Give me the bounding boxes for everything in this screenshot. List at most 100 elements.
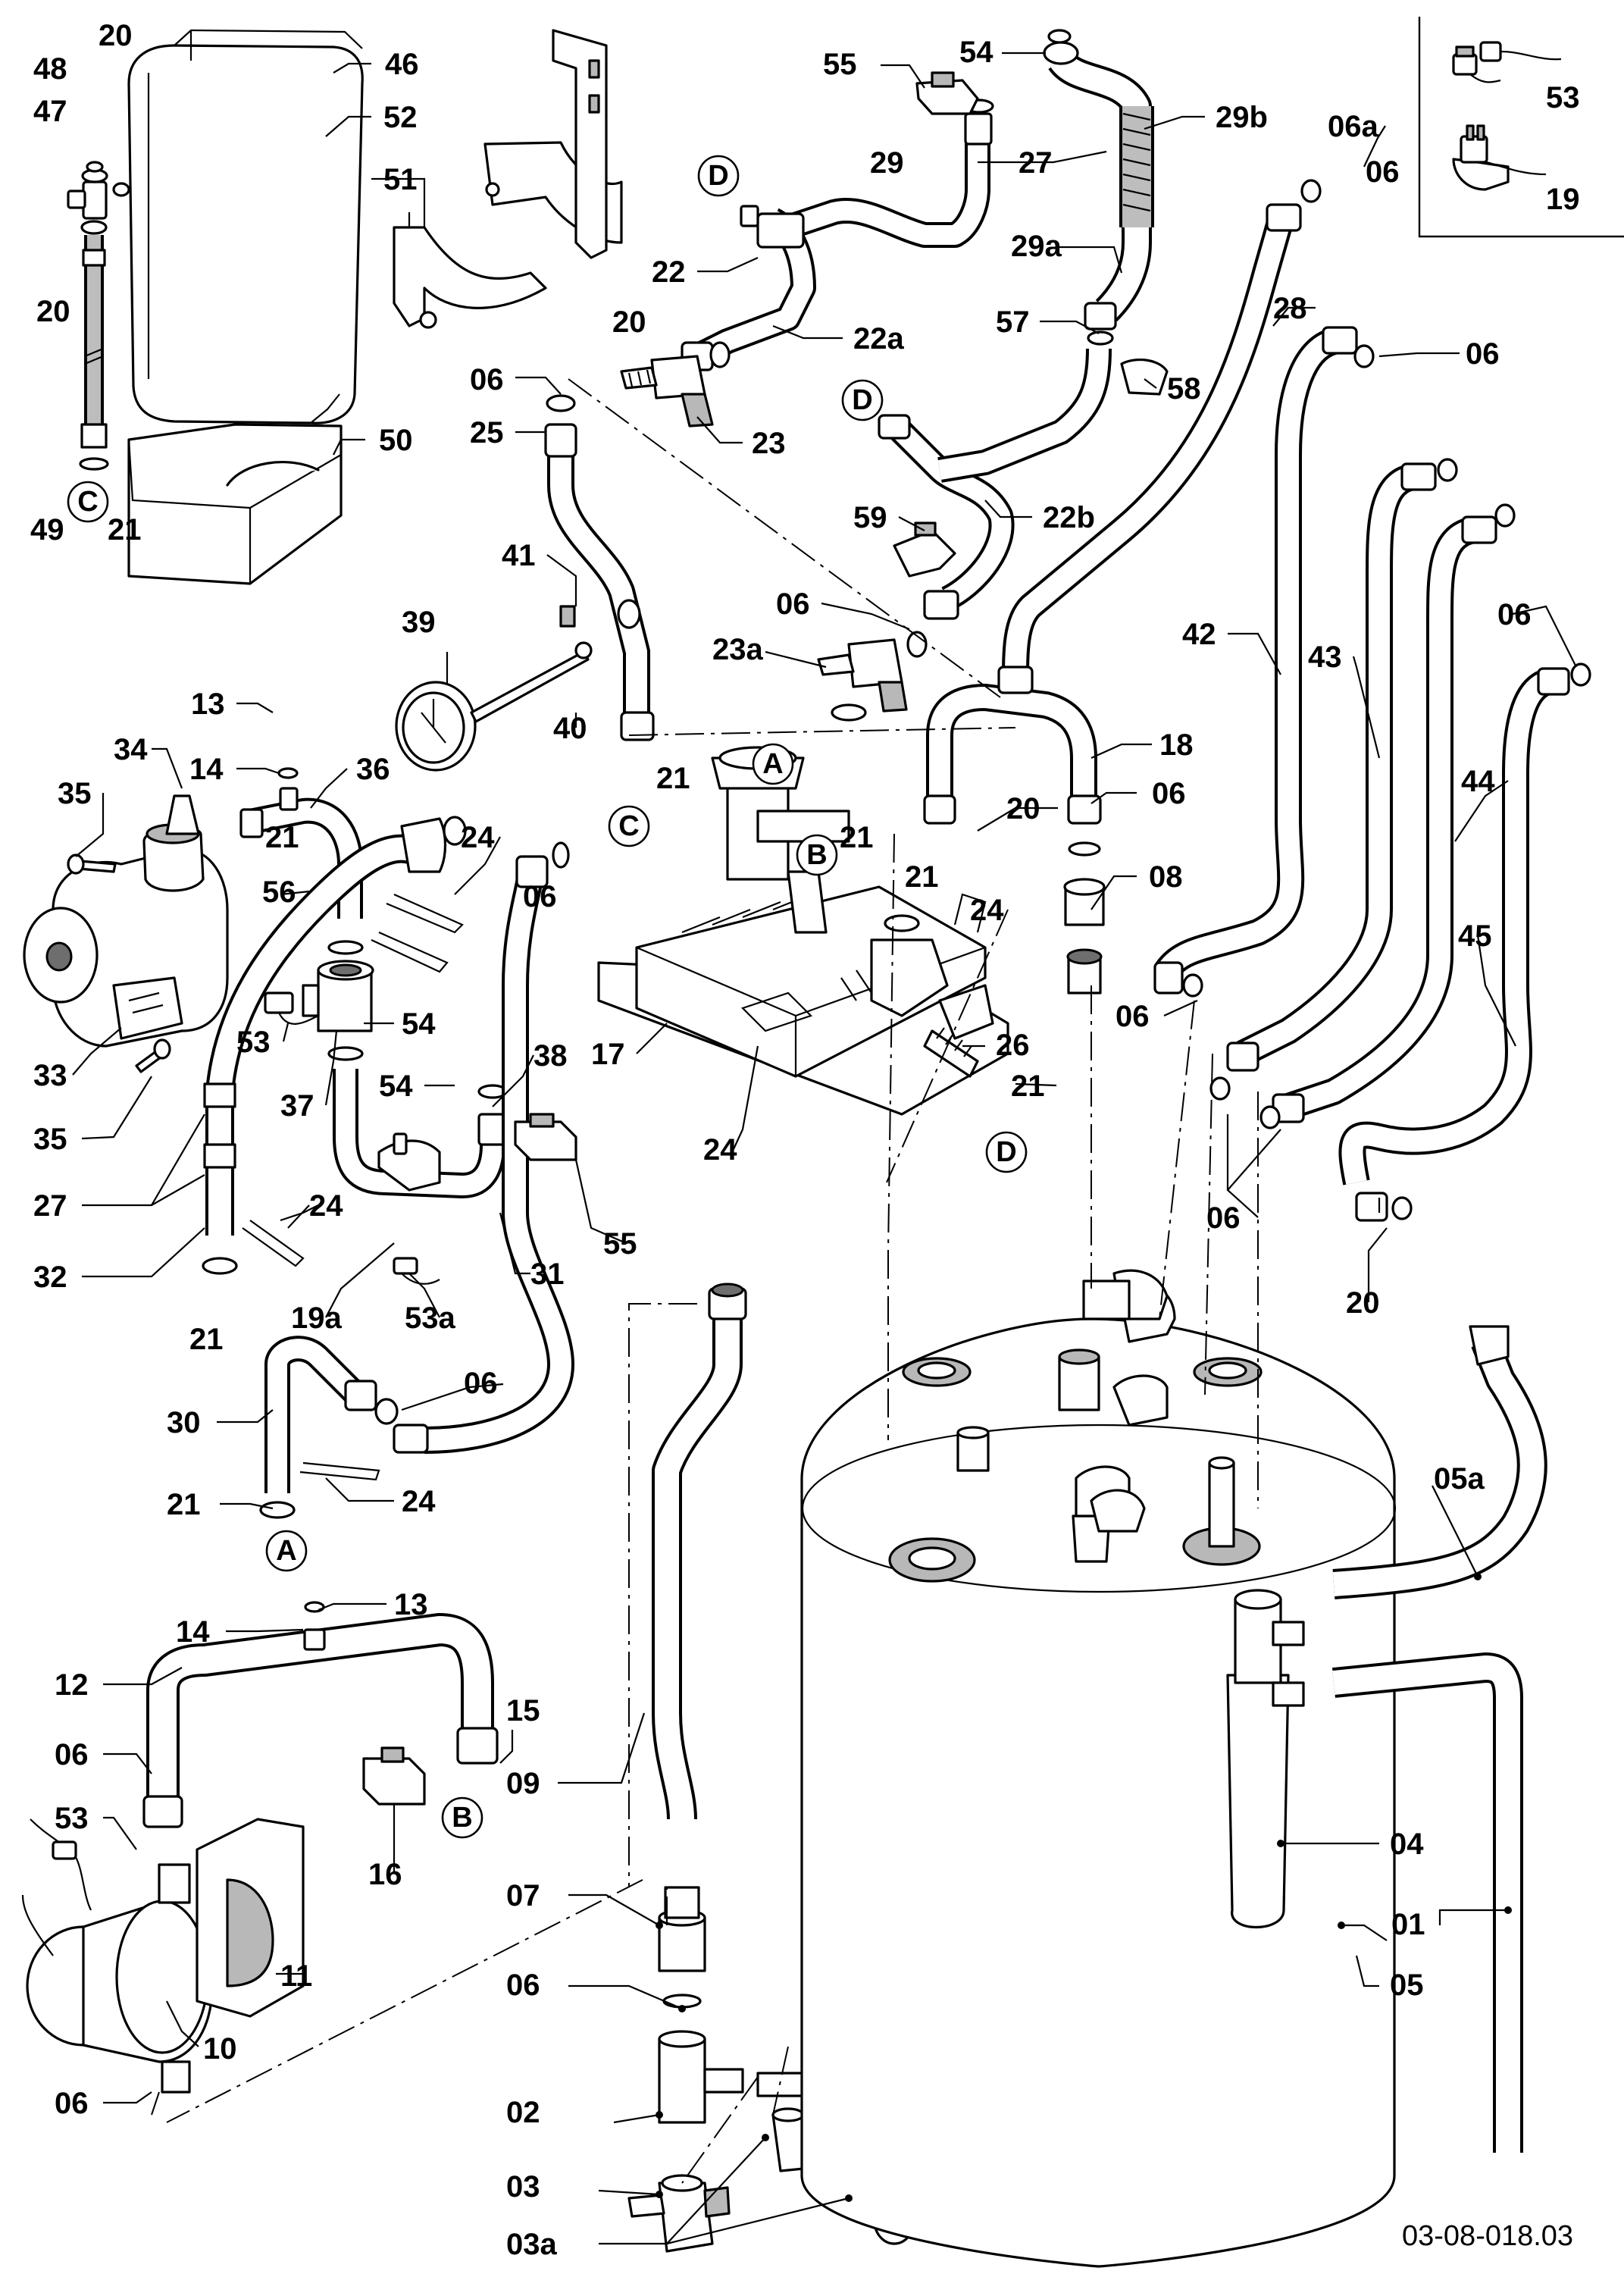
callout-41: 41	[502, 539, 536, 572]
svg-text:B: B	[806, 839, 827, 871]
connector-circle-d-block: D	[985, 1131, 1028, 1173]
callout-45: 45	[1458, 919, 1492, 953]
callout-13-top: 13	[191, 688, 225, 721]
svg-text:D: D	[996, 1136, 1016, 1168]
connector-53-pump	[30, 1818, 92, 1911]
callout-leaders	[72, 52, 1577, 2104]
callout-54-top: 54	[959, 36, 993, 69]
callout-23a: 23a	[712, 633, 763, 666]
callout-08: 08	[1149, 860, 1183, 894]
pump-10	[21, 1863, 214, 2094]
connector-circle-c-left: C	[67, 481, 109, 523]
callout-06a: 06a	[1328, 110, 1378, 143]
bracket-52	[483, 29, 623, 259]
tank-elbows	[1082, 1269, 1169, 1533]
callout-46: 46	[385, 48, 419, 81]
callout-59: 59	[853, 501, 887, 534]
svg-text:A: A	[276, 1535, 296, 1567]
callout-17: 17	[591, 1038, 625, 1071]
callout-20-top: 20	[612, 305, 646, 339]
connector-circle-a-top: A	[752, 743, 794, 785]
svg-text:D: D	[852, 384, 872, 416]
vessel-support-50	[127, 423, 343, 585]
callout-20: 20	[99, 19, 133, 52]
callout-21-bottom: 21	[167, 1488, 201, 1521]
callout-03a: 03a	[506, 2228, 557, 2261]
callout-18: 18	[1159, 728, 1194, 762]
callout-53a: 53a	[405, 1301, 455, 1335]
callout-06-42: 06	[1116, 1000, 1150, 1033]
callout-14-bottom: 14	[176, 1615, 210, 1649]
clip-53	[264, 991, 319, 1025]
pressure-gauge-39	[395, 605, 593, 772]
callout-38: 38	[534, 1039, 568, 1073]
callout-20-left: 20	[36, 295, 70, 328]
valve-23	[620, 341, 731, 428]
pipe-31	[393, 841, 574, 1454]
callout-06-top-right: 06	[1366, 155, 1400, 189]
pipe-09	[652, 1283, 747, 1820]
callout-11: 11	[280, 1959, 312, 1993]
callout-22: 22	[652, 255, 686, 289]
pipe-29-29a-29b	[1043, 29, 1154, 346]
clip-24-center	[740, 893, 987, 1032]
callout-20-right: 20	[1346, 1286, 1380, 1320]
pipe-25	[544, 394, 655, 741]
callout-04: 04	[1390, 1828, 1424, 1861]
callout-21-bottom-left: 21	[189, 1323, 224, 1356]
callout-27-left: 27	[33, 1189, 67, 1223]
svg-text:C: C	[77, 486, 98, 518]
sensor-clip-19-inset	[1452, 124, 1547, 191]
insulation-11	[196, 1818, 305, 2018]
pipe-42	[1153, 326, 1358, 998]
clip-55-top	[915, 71, 979, 115]
callout-43: 43	[1308, 641, 1342, 674]
svg-text:C: C	[618, 810, 639, 842]
callout-35-low: 35	[33, 1123, 67, 1156]
callout-14-top: 14	[189, 753, 224, 786]
pump-33	[23, 794, 229, 1048]
callout-06-31: 06	[523, 880, 557, 913]
callout-33: 33	[33, 1059, 67, 1092]
callout-24-left-mid: 24	[309, 1189, 343, 1223]
screw-35	[67, 854, 171, 1073]
connector-circle-a-bottom: A	[265, 1530, 308, 1572]
callout-54-low: 54	[379, 1070, 413, 1103]
callout-55-top: 55	[823, 48, 857, 81]
callout-06-07: 06	[506, 1969, 540, 2002]
callout-15: 15	[506, 1694, 540, 1727]
callout-39: 39	[402, 606, 436, 639]
callout-01: 01	[1391, 1908, 1425, 1941]
pipe-05	[1332, 1652, 1523, 2153]
callout-05: 05	[1390, 1969, 1424, 2002]
callout-50: 50	[379, 424, 413, 457]
pipe-44	[1272, 515, 1497, 1123]
callout-22a: 22a	[853, 322, 904, 356]
callout-53-pump: 53	[55, 1802, 89, 1835]
drain-valve-03	[627, 2174, 731, 2253]
callout-06-30: 06	[464, 1367, 498, 1400]
callout-52: 52	[383, 101, 418, 134]
callout-49: 49	[30, 513, 64, 547]
drawing-code: 03-08-018.03	[1402, 2220, 1573, 2252]
callout-06-mid: 06	[776, 587, 810, 621]
union-07	[658, 1886, 706, 2009]
callout-31: 31	[530, 1258, 565, 1291]
pipe-28	[997, 179, 1322, 694]
vessel-hose-49	[79, 235, 109, 471]
callout-21-block-d: 21	[1011, 1070, 1045, 1103]
callout-42: 42	[1182, 618, 1216, 651]
connector-circle-c-mid: C	[608, 805, 650, 847]
fitting-47-48	[67, 161, 130, 235]
pipe-05a	[1332, 1325, 1547, 1599]
svg-text:B: B	[452, 1802, 472, 1834]
callout-21-pump: 21	[265, 821, 299, 854]
clip-58	[1120, 358, 1169, 396]
callout-02: 02	[506, 2096, 540, 2129]
callout-26: 26	[996, 1029, 1030, 1062]
callout-12: 12	[55, 1668, 89, 1702]
clip-53a	[393, 1257, 440, 1285]
clip-24-left	[242, 893, 464, 1481]
callout-57: 57	[996, 305, 1030, 339]
